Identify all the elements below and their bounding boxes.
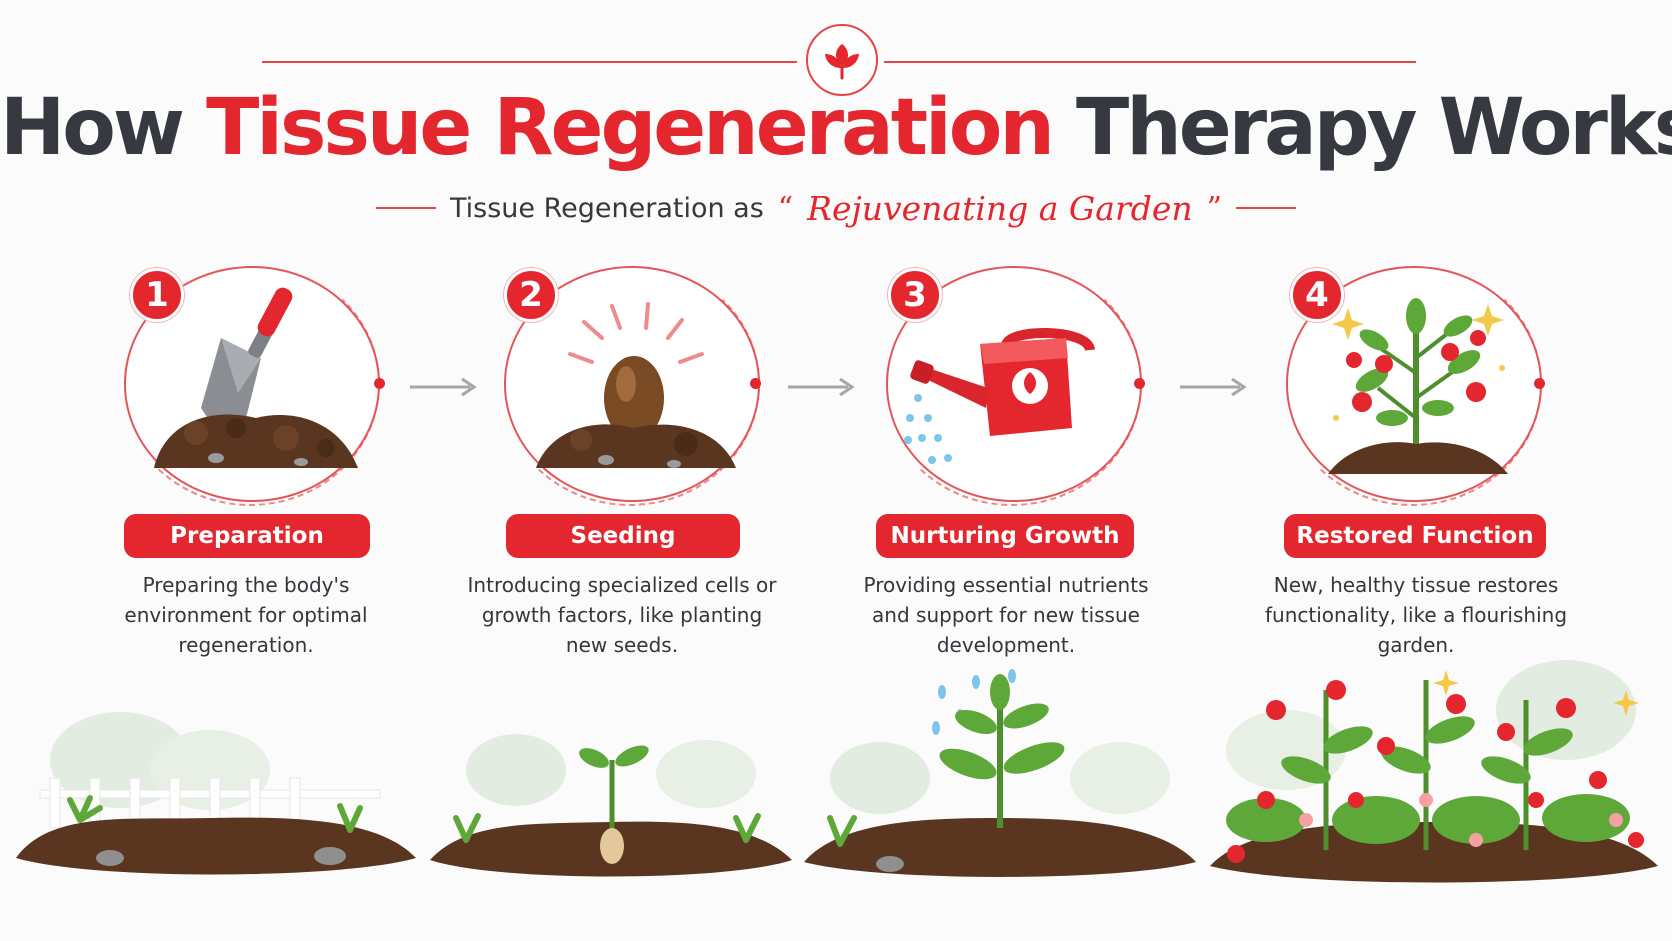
garden-scene-2	[430, 734, 792, 877]
step-3-label: Nurturing Growth	[876, 514, 1134, 558]
arrow-3-4-icon	[1180, 377, 1247, 397]
subtitle-close-quote: ”	[1206, 190, 1222, 226]
leaf-emblem-icon	[806, 24, 878, 96]
step-3-ring-dot	[1134, 378, 1145, 389]
step-4-ring-dot	[1534, 378, 1545, 389]
step-1-badge: 1	[130, 268, 184, 322]
subtitle-emphasis: Rejuvenating a Garden	[807, 188, 1193, 228]
garden-scene-4	[1210, 660, 1658, 883]
title-part-3: Therapy Works	[1051, 83, 1672, 173]
subtitle-lead: Tissue Regeneration as	[449, 192, 764, 224]
step-4-badge: 4	[1290, 268, 1344, 322]
title-part-1: How	[0, 83, 207, 173]
step-1-label: Preparation	[124, 514, 370, 558]
garden-scene-1	[16, 712, 416, 875]
subtitle-open-quote: “	[777, 190, 794, 226]
page-title: How Tissue Regeneration Therapy Works	[0, 80, 1672, 176]
step-3-badge: 3	[888, 268, 942, 322]
subtitle-rule-left	[375, 207, 436, 209]
top-rule-left	[262, 61, 797, 63]
flowering-plant-icon	[1328, 298, 1508, 474]
step-2-ring-dot	[750, 378, 761, 389]
step-1-ring-dot	[374, 378, 385, 389]
step-2-description: Introducing specialized cells or growth …	[467, 573, 777, 657]
step-4-description: New, healthy tissue restores functionali…	[1264, 573, 1568, 657]
watering-can-icon	[904, 328, 1095, 464]
seed-icon	[536, 302, 736, 468]
step-3-description: Providing essential nutrients and suppor…	[863, 573, 1149, 657]
step-2-label: Seeding	[506, 514, 740, 558]
step-2-badge: 2	[504, 268, 558, 322]
garden-scene-3	[804, 669, 1196, 877]
step-4-label: Restored Function	[1284, 514, 1546, 558]
subtitle-rule-right	[1236, 207, 1296, 209]
subtitle: Tissue Regeneration as “ Rejuvenating a …	[0, 186, 1672, 230]
top-rule-right	[884, 61, 1416, 63]
trowel-soil-icon	[154, 287, 358, 468]
title-part-2: Tissue Regeneration	[206, 83, 1055, 173]
step-1-description: Preparing the body's environment for opt…	[124, 573, 368, 657]
arrow-1-2-icon	[410, 377, 477, 397]
arrow-2-3-icon	[788, 377, 855, 397]
